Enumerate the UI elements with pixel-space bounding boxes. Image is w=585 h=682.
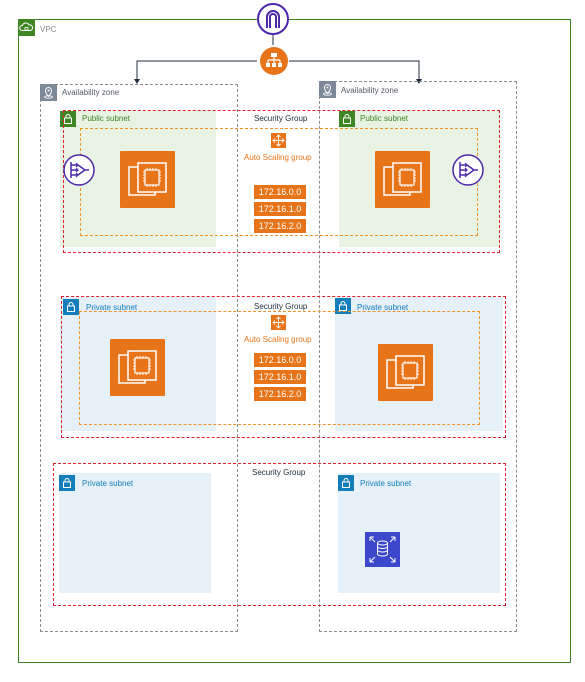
- rds-database-icon: [365, 532, 400, 567]
- location-pin-icon: [319, 81, 336, 98]
- security-group-private-bottom: [53, 463, 506, 606]
- private-subnet-mid-right-label: Private subnet: [357, 303, 409, 312]
- ec2-instance-icon: [375, 151, 430, 208]
- security-group-public-label: Security Group: [254, 114, 308, 123]
- public-subnet-left-label: Public subnet: [82, 114, 131, 123]
- vpc-label: VPC: [40, 25, 57, 34]
- ec2-instance-icon: [110, 339, 165, 396]
- availability-zone-right-label: Availability zone: [341, 86, 399, 95]
- availability-zone-left-label: Availability zone: [62, 88, 120, 97]
- lock-icon: [60, 111, 76, 127]
- cidr-block: 172.16.0.0: [254, 353, 306, 367]
- load-balancer-icon: [259, 46, 289, 76]
- cidr-block: 172.16.2.0: [254, 387, 306, 401]
- cidr-block: 172.16.1.0: [254, 370, 306, 384]
- security-group-public: [63, 110, 500, 253]
- location-pin-icon: [40, 84, 57, 101]
- lock-icon: [59, 475, 75, 491]
- auto-scaling-icon: [271, 315, 286, 330]
- auto-scaling-icon: [271, 133, 286, 148]
- private-subnet-mid-left-label: Private subnet: [86, 303, 138, 312]
- lock-icon: [63, 299, 79, 315]
- cidr-block: 172.16.0.0: [254, 185, 306, 199]
- private-subnet-bottom-left-label: Private subnet: [82, 479, 134, 488]
- cidr-block: 172.16.1.0: [254, 202, 306, 216]
- ec2-instance-icon: [120, 151, 175, 208]
- lock-icon: [339, 111, 355, 127]
- auto-scaling-group-private-label: Auto Scaling group: [244, 335, 312, 344]
- internet-gateway-icon: [257, 3, 289, 35]
- availability-zone-left: [40, 84, 238, 632]
- nat-gateway-icon: [452, 154, 484, 186]
- security-group-private-mid: [61, 296, 506, 438]
- auto-scaling-group-public-label: Auto Scaling group: [244, 153, 312, 162]
- lock-icon: [338, 475, 354, 491]
- auto-scaling-group-private: [79, 311, 480, 425]
- ec2-instance-icon: [378, 344, 433, 401]
- nat-gateway-icon: [63, 154, 95, 186]
- vpc-cloud-icon: [18, 19, 35, 36]
- availability-zone-right: [319, 81, 517, 632]
- security-group-private-mid-label: Security Group: [254, 302, 308, 311]
- private-subnet-bottom-right-label: Private subnet: [360, 479, 412, 488]
- public-subnet-right-label: Public subnet: [360, 114, 409, 123]
- vpc-container: [18, 19, 571, 663]
- lock-icon: [335, 298, 351, 314]
- cidr-block: 172.16.2.0: [254, 219, 306, 233]
- security-group-private-bottom-label: Security Group: [252, 468, 306, 477]
- private-subnet-bottom-left: [59, 473, 211, 593]
